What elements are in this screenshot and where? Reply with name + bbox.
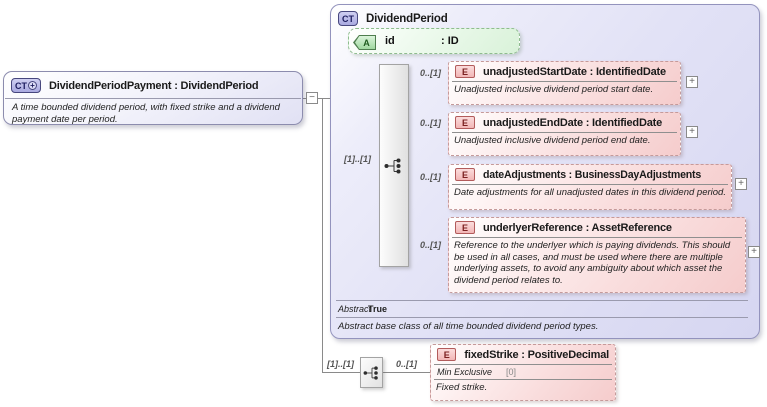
sequence-compositor [360, 357, 383, 388]
divider [452, 132, 677, 133]
divider [452, 237, 742, 238]
expand-toggle[interactable]: + [686, 76, 698, 88]
cardinality-label: 0..[1] [420, 68, 442, 78]
divider [336, 317, 748, 318]
connector-line [303, 98, 307, 99]
element-badge: E [455, 116, 475, 129]
expand-toggle[interactable]: + [748, 246, 760, 258]
base-type-annotation: Abstract base class of all time bounded … [338, 321, 599, 332]
divider [434, 364, 612, 365]
complex-type-dividend-period-payment: CT + DividendPeriodPayment : DividendPer… [3, 71, 303, 125]
cardinality-label: 0..[1] [396, 359, 418, 369]
facet-value: [0] [506, 367, 517, 377]
expand-toggle[interactable]: + [735, 178, 747, 190]
element-date-adjustments: E dateAdjustments : BusinessDayAdjustmen… [448, 164, 732, 210]
cardinality-label: [1]..[1] [344, 154, 371, 164]
collapse-toggle[interactable]: − [306, 92, 318, 104]
cardinality-label: 0..[1] [420, 240, 442, 250]
element-unadjusted-start-date: E unadjustedStartDate : IdentifiedDate U… [448, 61, 681, 105]
element-fixed-strike: E fixedStrike : PositiveDecimal Min Excl… [430, 344, 616, 401]
attribute-badge-label: A [355, 36, 375, 49]
complex-type-badge: CT + [11, 78, 41, 93]
abstract-facet-value: True [368, 304, 388, 314]
element-underlyer-reference: E underlyerReference : AssetReference Re… [448, 217, 746, 293]
complex-type-badge: CT [338, 11, 358, 26]
derived-type-title: DividendPeriodPayment : DividendPeriod [49, 79, 259, 92]
element-annotation: Unadjusted inclusive dividend period end… [454, 135, 651, 146]
element-title: dateAdjustments : BusinessDayAdjustments [483, 168, 702, 181]
element-title: underlyerReference : AssetReference [483, 221, 672, 234]
derived-type-annotation: A time bounded dividend period, with fix… [12, 102, 280, 125]
element-badge: E [455, 221, 475, 234]
cardinality-label: 0..[1] [420, 118, 442, 128]
attribute-badge-icon: A [353, 35, 376, 50]
expand-toggle[interactable]: + [686, 126, 698, 138]
divider [5, 98, 301, 99]
element-annotation: Fixed strike. [436, 382, 488, 393]
element-title: fixedStrike : PositiveDecimal [464, 348, 609, 361]
connector-line [322, 372, 360, 373]
sequence-compositor [379, 64, 409, 267]
element-annotation: Date adjustments for all unadjusted date… [454, 187, 726, 198]
derived-plus-icon: + [28, 81, 37, 90]
connector-line [383, 372, 430, 373]
attribute-name: id [385, 35, 395, 47]
divider [452, 81, 677, 82]
cardinality-label: 0..[1] [420, 172, 442, 182]
attribute-type: : ID [441, 35, 459, 47]
cardinality-label: [1]..[1] [327, 359, 354, 369]
element-annotation: Reference to the underlyer which is payi… [454, 240, 731, 286]
divider [452, 184, 728, 185]
element-unadjusted-end-date: E unadjustedEndDate : IdentifiedDate Una… [448, 112, 681, 156]
element-annotation: Unadjusted inclusive dividend period sta… [454, 84, 654, 95]
element-title: unadjustedEndDate : IdentifiedDate [483, 116, 662, 129]
attribute-id: A id : ID [348, 28, 520, 54]
element-badge: E [455, 168, 475, 181]
facet-label: Min Exclusive [437, 367, 493, 377]
base-type-title: DividendPeriod [366, 12, 448, 25]
element-badge: E [437, 348, 457, 361]
connector-line [318, 98, 331, 99]
divider [336, 300, 748, 301]
sequence-icon [384, 158, 401, 173]
connector-line [322, 98, 323, 373]
divider [434, 379, 612, 380]
element-title: unadjustedStartDate : IdentifiedDate [483, 65, 666, 78]
abstract-facet-label: Abstract [338, 304, 372, 314]
sequence-icon [363, 365, 378, 380]
element-badge: E [455, 65, 475, 78]
complex-type-badge-label: CT [15, 80, 27, 91]
